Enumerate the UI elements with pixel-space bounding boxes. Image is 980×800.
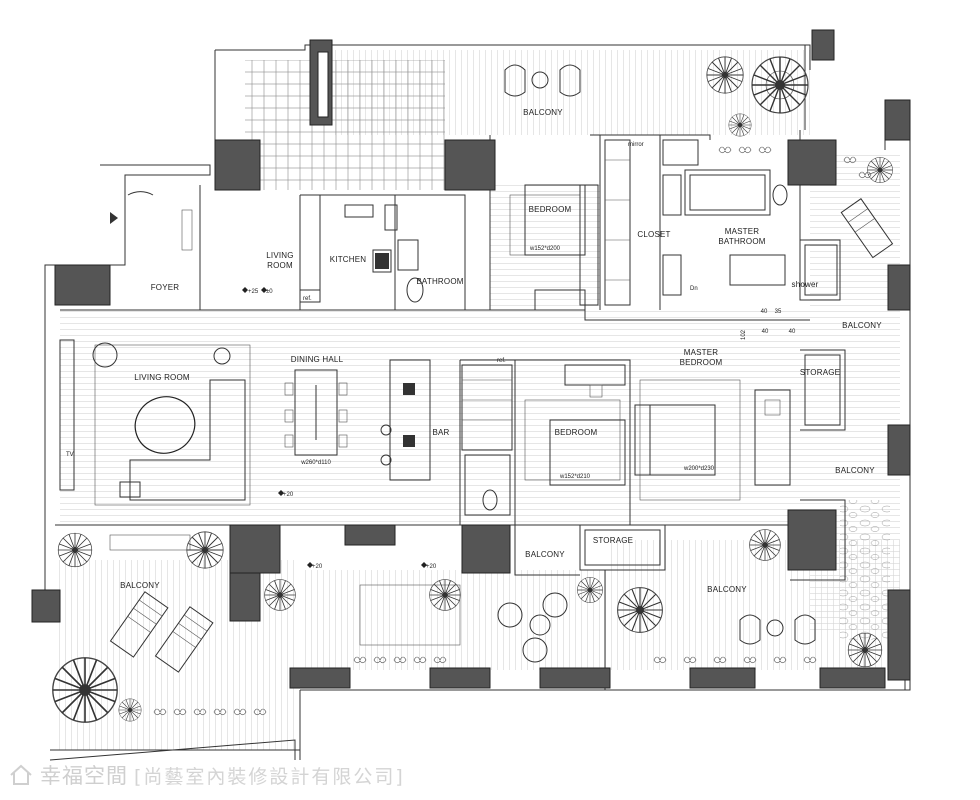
label-living-room-small-2: ROOM [267,261,293,270]
note-bed-top-size: w152*d200 [529,246,561,252]
label-living-room-small-1: LIVING [266,251,293,260]
label-living-room: LIVING ROOM [134,373,190,382]
label-balcony-right-mid: BALCONY [835,466,875,475]
note-dim-40c: 40 [789,329,796,335]
label-master-bathroom-2: BATHROOM [718,237,765,246]
note-dim-40a: 40 [761,309,768,315]
label-bathroom-small: BATHROOM [416,277,463,286]
watermark-credit: [尚藝室內裝修設計有限公司] [134,765,405,788]
label-foyer: FOYER [151,283,180,292]
note-ref-bedroom: ref. [497,358,506,364]
note-tv: TV [66,452,74,458]
note-level-zero: ±0 [266,289,273,295]
label-master-bedroom-2: BEDROOM [680,358,723,367]
note-mirror: mirror [628,142,644,148]
note-dim-35: 35 [775,309,782,315]
note-dim-102: 102 [741,329,747,340]
label-balcony-bottom-right: BALCONY [707,585,747,594]
room-labels: BALCONY FOYER LIVING ROOM KITCHEN BATHRO… [120,108,882,594]
interior-walls [199,130,846,690]
label-bedroom-middle: BEDROOM [555,428,598,437]
label-balcony-top: BALCONY [523,108,563,117]
note-level-plus20-b: +20 [426,564,437,570]
note-dim-40b: 40 [762,329,769,335]
note-master-bed-size: w200*d230 [683,466,715,472]
label-balcony-bottom-mid: BALCONY [525,550,565,559]
watermark-brand: 幸福空間 [40,764,128,788]
structural-columns [31,29,911,689]
label-storage-right: STORAGE [800,368,840,377]
annotations: mirror w152*d200 w152*d210 w200*d230 w26… [66,142,796,570]
note-level-plus20-a: +20 [312,564,323,570]
label-kitchen: KITCHEN [330,255,367,264]
note-dining-table-size: w260*d110 [300,460,331,466]
note-level-plus25: +25 [248,289,259,295]
label-dining-hall: DINING HALL [291,355,344,364]
level-markers [242,287,427,568]
label-balcony-bottom-left: BALCONY [120,581,160,590]
house-logo-icon [10,764,32,785]
label-master-bathroom-1: MASTER [725,227,760,236]
label-bar: BAR [432,428,449,437]
note-level-plus20-living: +20 [283,492,294,498]
label-closet: CLOSET [637,230,670,239]
living-rug [134,396,196,454]
floor-finishes [55,50,900,750]
furniture [59,64,894,673]
note-ref-kitchen: ref. [303,296,312,302]
label-bedroom-top: BEDROOM [529,205,572,214]
label-balcony-right-top: BALCONY [842,321,882,330]
watermark: 幸福空間 [尚藝室內裝修設計有限公司] [8,760,405,790]
label-master-bedroom-1: MASTER [684,348,719,357]
note-dn: Dn [690,286,698,292]
note-bed-mid-size: w152*d210 [559,474,591,480]
label-storage-bottom: STORAGE [593,536,633,545]
label-shower: shower [792,280,819,289]
